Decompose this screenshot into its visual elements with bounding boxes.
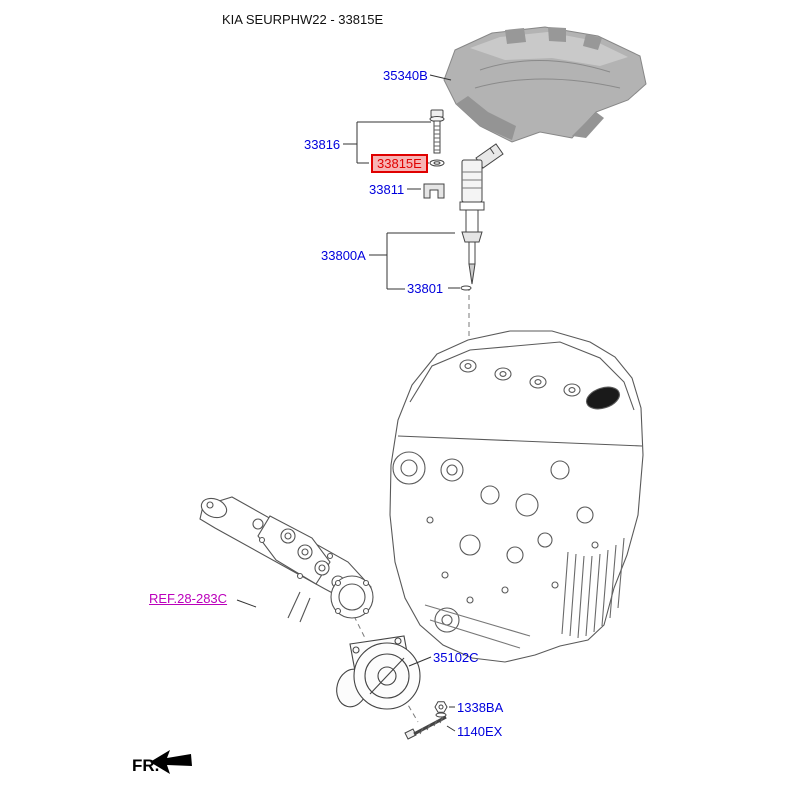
part-label-injector-washer-selected[interactable]: 33815E (371, 154, 428, 173)
part-label-throttle-body[interactable]: 35102C (433, 650, 479, 665)
part-label-injector-assembly[interactable]: 33800A (321, 248, 366, 263)
part-label-injector-oring[interactable]: 33801 (407, 281, 444, 296)
part-label-injector-bolt[interactable]: 33816 (304, 137, 341, 152)
part-label-engine-cover[interactable]: 35340B (383, 68, 428, 83)
intake-manifold-illustration (199, 496, 374, 623)
injector-washer-illustration (429, 159, 445, 167)
injector-oring-illustration (460, 285, 472, 291)
part-label-intake-manifold-ref[interactable]: REF.28-283C (149, 591, 228, 606)
engine-cover-illustration (443, 26, 647, 143)
part-label-throttle-bolt-washer[interactable]: 1338BA (457, 700, 504, 715)
throttle-body-illustration (336, 635, 421, 710)
part-label-injector-clamp[interactable]: 33811 (369, 182, 405, 197)
injector-clamp-illustration (423, 183, 445, 199)
leader-lines (236, 74, 460, 732)
engine-block-illustration (389, 330, 644, 663)
throttle-bolt-illustration (404, 715, 447, 740)
injector-bolt-illustration (429, 109, 445, 154)
part-label-throttle-bolt[interactable]: 1140EX (457, 724, 503, 739)
fuel-injector-illustration (459, 143, 504, 285)
front-direction-label: FR. (132, 756, 160, 775)
throttle-bolt-washer-illustration (434, 701, 448, 718)
front-direction-arrow-icon (150, 750, 192, 774)
diagram-title: KIA SEURPHW22 - 33815E (222, 12, 384, 27)
